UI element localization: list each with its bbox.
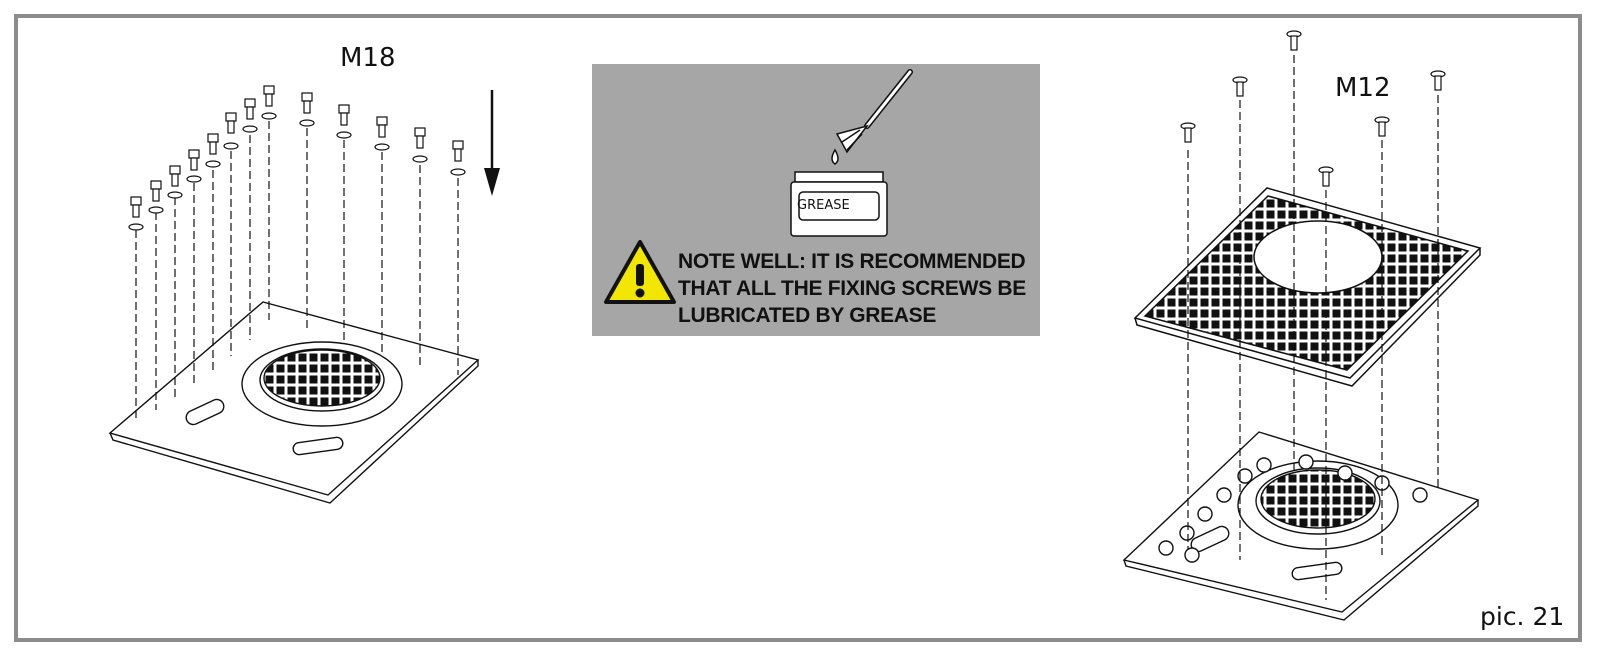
note-illustration <box>604 69 913 304</box>
grease-jar-icon <box>790 171 888 237</box>
left-base-plate <box>108 301 480 504</box>
grease-warning-text: NOTE WELL: IT IS RECOMMENDED THAT ALL TH… <box>678 250 1026 327</box>
figure-caption: pic. 21 <box>1480 602 1565 631</box>
brush-icon <box>831 69 913 165</box>
figure-frame <box>14 14 1582 642</box>
right-base-plate <box>1122 431 1480 621</box>
warning-triangle-icon <box>604 240 676 304</box>
right-screws <box>1180 30 1446 600</box>
grease-jar-label: GREASE <box>797 198 850 213</box>
grating-top <box>1133 187 1482 387</box>
screw-size-label-m18: M18 <box>340 43 396 73</box>
grease-note-panel: GREASE NOTE WELL: IT IS RECOMMENDED THAT… <box>592 64 1040 336</box>
screw-size-label-m12: M12 <box>1335 73 1391 103</box>
left-screws <box>128 85 466 420</box>
down-arrow-icon <box>484 90 500 196</box>
